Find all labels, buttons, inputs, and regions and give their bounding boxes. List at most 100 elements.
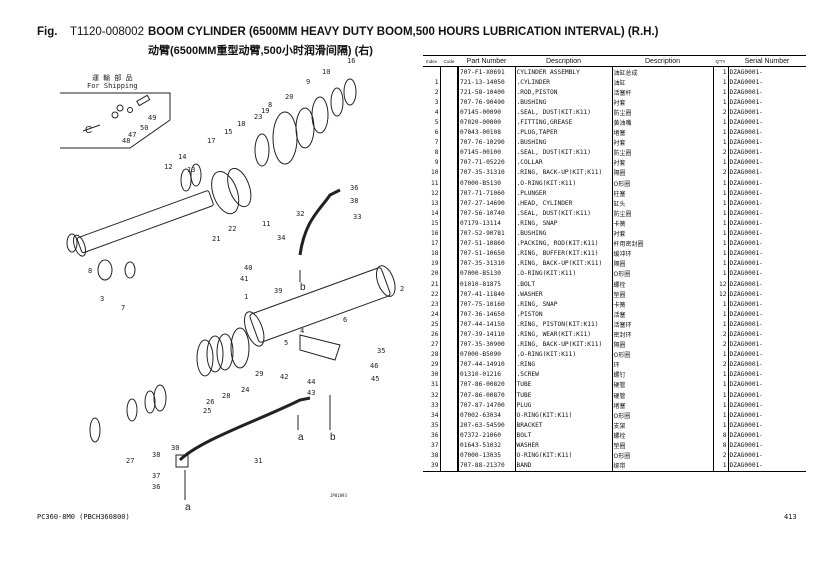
callout-label: 28 — [222, 392, 230, 400]
part-number-cell: 707-36-14650 — [458, 309, 516, 320]
description-cell: .SEAL, DUST(KIT:K11) — [515, 208, 613, 219]
code-cell — [440, 218, 459, 229]
description-cell: .HEAD, CYLINDER — [515, 198, 613, 209]
code-cell — [440, 359, 459, 370]
code-cell — [440, 107, 459, 118]
callout-label: C — [85, 125, 92, 136]
qty-cell: 1 — [713, 66, 729, 78]
part-number-cell: 707-51-10650 — [458, 248, 516, 259]
page-title: BOOM CYLINDER (6500MM HEAVY DUTY BOOM,50… — [148, 26, 659, 38]
seal-rings-upper — [180, 78, 357, 192]
qty-cell: 12 — [713, 278, 729, 290]
code-cell — [440, 208, 459, 219]
index-cell: 17 — [423, 238, 441, 249]
index-cell: 38 — [423, 450, 441, 461]
index-cell: 35 — [423, 420, 441, 431]
index-cell: 7 — [423, 137, 441, 148]
serial-number-cell: DZAG0001- — [729, 361, 764, 369]
callout-label: 32 — [296, 210, 304, 218]
description-cn-cell: O形圈 — [612, 268, 714, 279]
qty-cell: 1 — [713, 178, 729, 189]
shipping-arrow — [82, 124, 101, 132]
tube-31 — [178, 396, 311, 462]
description-cell: .O-RING(KIT:K11) — [515, 268, 613, 279]
serial-number-cell: DZAG0001- — [729, 78, 764, 86]
part-number-cell: 01310-01216 — [458, 369, 516, 380]
part-number-cell: 707-41-11840 — [458, 289, 516, 300]
flange-block — [175, 454, 189, 468]
serial-number-cell: DZAG0001- — [729, 169, 764, 177]
description-cell: .CYLINDER — [515, 77, 613, 88]
description-cell: O-RING(KIT:K11) — [515, 410, 613, 421]
qty-cell: 2 — [713, 359, 729, 370]
index-cell: 12 — [423, 188, 441, 199]
qty-cell: 2 — [713, 167, 729, 179]
description-cn-cell: 垫圈 — [612, 440, 714, 451]
dust-seal — [124, 261, 136, 279]
code-cell — [440, 97, 459, 108]
code-cell — [440, 198, 459, 209]
description-cn-cell: 油缸总成 — [612, 66, 714, 78]
qty-cell: 1 — [713, 198, 729, 209]
part-number-cell: 07000-B5130 — [458, 268, 516, 279]
callout-label: 16 — [347, 57, 355, 65]
description-cn-cell: 衬套 — [612, 228, 714, 239]
qty-cell: 1 — [713, 319, 729, 330]
index-cell: 19 — [423, 258, 441, 269]
part-number-cell: 707-35-31310 — [458, 167, 516, 179]
callout-label: 22 — [228, 225, 236, 233]
part-number-cell: 707-86-00820 — [458, 379, 516, 390]
description-cn-cell: 柱塞 — [612, 188, 714, 199]
description-cell: .RING — [515, 359, 613, 370]
description-cn-cell: O形圈 — [612, 178, 714, 189]
description-cn-cell: 杆用密封圈 — [612, 238, 714, 249]
qty-cell: 1 — [713, 248, 729, 259]
index-cell: 36 — [423, 430, 441, 441]
callout-label: 2 — [400, 285, 404, 293]
serial-number-cell: DZAG0001- — [729, 88, 764, 96]
qty-cell: 1 — [713, 309, 729, 320]
description-cell: BOLT — [515, 430, 613, 441]
code-cell — [440, 379, 459, 390]
description-cn-cell: 活塞 — [612, 309, 714, 320]
serial-number-cell: DZAG0001- — [729, 320, 764, 328]
index-cell: 26 — [423, 329, 441, 340]
index-cell — [423, 66, 441, 78]
part-number-cell: 07002-63034 — [458, 410, 516, 421]
qty-cell: 1 — [713, 268, 729, 279]
serial-number-cell: DZAG0001- — [729, 371, 764, 379]
description-cell: .RING, PISTON(KIT:K11) — [515, 319, 613, 330]
qty-cell: 1 — [713, 379, 729, 390]
serial-number-cell: DZAG0001- — [729, 401, 764, 409]
description-cell: WASHER — [515, 440, 613, 451]
qty-cell: 1 — [713, 420, 729, 431]
description-cn-cell: 螺栓 — [612, 430, 714, 441]
index-cell: 13 — [423, 198, 441, 209]
description-cell: .O-RING(KIT:K11) — [515, 349, 613, 360]
description-cn-cell: 密封环 — [612, 329, 714, 340]
index-cell: 2 — [423, 87, 441, 98]
description-cell: .BOLT — [515, 278, 613, 290]
qty-cell: 12 — [713, 289, 729, 300]
serial-number-cell: DZAG0001- — [729, 139, 764, 147]
description-cell: CYLINDER ASSEMBLY — [515, 66, 613, 78]
index-cell: 33 — [423, 400, 441, 411]
index-cell: 14 — [423, 208, 441, 219]
callout-label: 4 — [300, 327, 304, 335]
callout-label: 14 — [178, 153, 186, 161]
callout-label: b — [300, 282, 306, 293]
serial-number-cell: DZAG0001- — [729, 68, 764, 76]
part-number-cell: 707-71-71060 — [458, 188, 516, 199]
code-cell — [440, 228, 459, 239]
index-cell: 9 — [423, 157, 441, 168]
index-cell: 30 — [423, 369, 441, 380]
index-cell: 20 — [423, 268, 441, 279]
